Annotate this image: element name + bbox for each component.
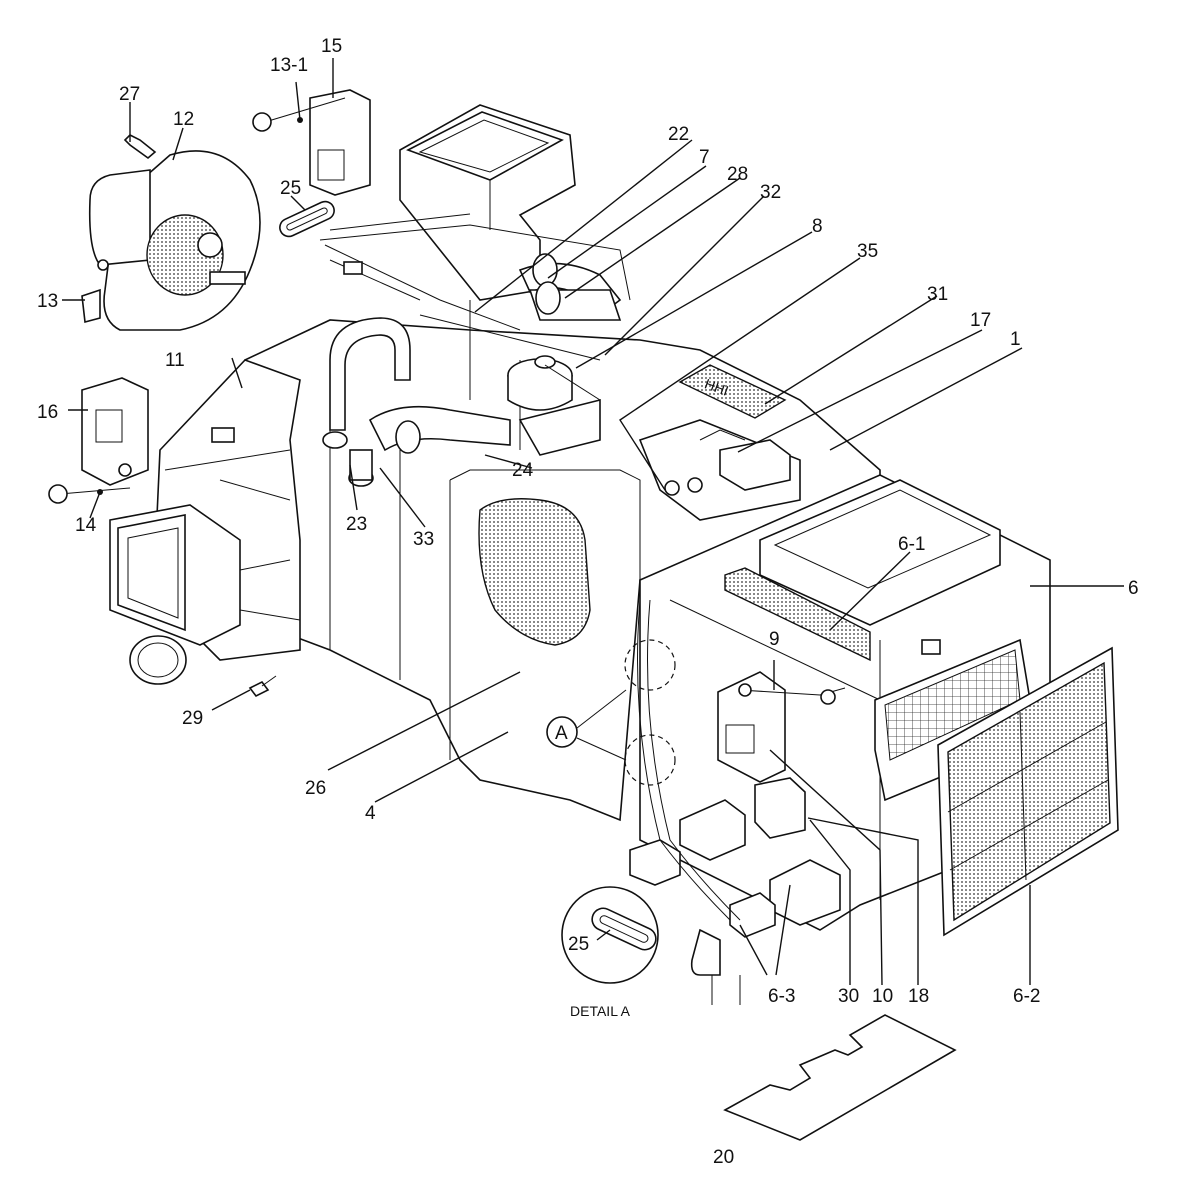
filter xyxy=(937,646,1119,937)
inlet-duct xyxy=(109,504,241,646)
callout-13-1: 13-1 xyxy=(270,55,308,76)
callout-28: 28 xyxy=(727,164,748,185)
floor-plate xyxy=(723,1014,957,1141)
callout-6-3: 6-3 xyxy=(768,986,795,1007)
callout-1: 1 xyxy=(1010,329,1021,350)
label-plate: HHI xyxy=(678,364,787,419)
actuator-16 xyxy=(48,377,149,504)
heater-hoses xyxy=(322,253,622,487)
callout-27: 27 xyxy=(119,84,140,105)
callout-labels: 1 4 6 6-1 6-2 6-3 7 8 9 10 11 12 13 13-1… xyxy=(37,36,1139,1168)
callout-18: 18 xyxy=(908,986,929,1007)
callout-6-1: 6-1 xyxy=(898,534,925,555)
detail-a-caption: DETAIL A xyxy=(570,1003,631,1019)
leader-lines xyxy=(62,58,1124,986)
detail-a-letter: A xyxy=(555,723,568,744)
callout-6: 6 xyxy=(1128,578,1139,599)
detail-a-view: DETAIL A xyxy=(561,886,659,1019)
callout-9: 9 xyxy=(769,629,780,650)
callout-25-top: 25 xyxy=(280,178,301,199)
callout-6-2: 6-2 xyxy=(1013,986,1040,1007)
callout-24: 24 xyxy=(512,460,534,481)
callout-29: 29 xyxy=(182,708,203,729)
callout-11: 11 xyxy=(165,350,185,371)
blower-motor xyxy=(81,134,261,331)
callout-13: 13 xyxy=(37,291,58,312)
top-duct xyxy=(399,104,576,301)
callout-33: 33 xyxy=(413,529,434,550)
callout-23: 23 xyxy=(346,514,367,535)
callout-26: 26 xyxy=(305,778,326,799)
callout-22: 22 xyxy=(668,124,689,145)
callout-10: 10 xyxy=(872,986,893,1007)
screw-29 xyxy=(248,675,277,698)
detail-a-mark xyxy=(546,716,578,748)
water-valve xyxy=(507,355,601,456)
callout-20: 20 xyxy=(713,1147,734,1168)
round-outlet xyxy=(129,635,187,685)
callout-15: 15 xyxy=(321,36,342,57)
connectors xyxy=(629,599,841,1005)
callout-32: 32 xyxy=(760,182,781,203)
callout-35: 35 xyxy=(857,241,878,262)
callout-30: 30 xyxy=(838,986,859,1007)
callout-4: 4 xyxy=(365,803,376,824)
callout-16: 16 xyxy=(37,402,58,423)
detail-markers: A xyxy=(546,639,676,786)
actuator-15 xyxy=(252,89,371,196)
resistor xyxy=(638,419,801,521)
callout-7: 7 xyxy=(699,147,710,168)
actuator-9 xyxy=(717,671,846,783)
grid-panel xyxy=(874,638,1031,802)
callout-14: 14 xyxy=(75,515,97,536)
svg-text:HHI: HHI xyxy=(703,375,731,398)
callout-17: 17 xyxy=(970,310,991,331)
evaporator-core xyxy=(478,498,591,646)
callout-31: 31 xyxy=(927,284,948,305)
callout-8: 8 xyxy=(812,216,823,237)
callout-12: 12 xyxy=(173,109,194,130)
callout-25-detail: 25 xyxy=(568,934,589,955)
slotted-washer xyxy=(279,200,335,238)
